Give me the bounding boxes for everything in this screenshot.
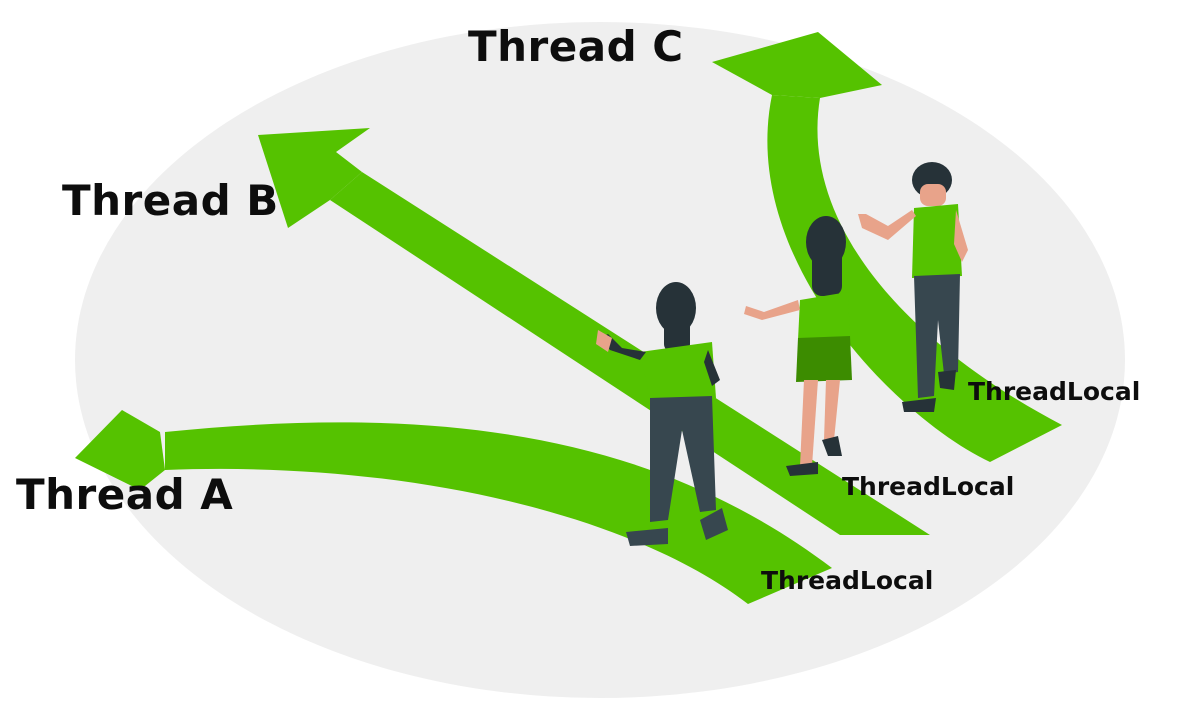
- threadlocal-label-b: ThreadLocal: [842, 472, 1015, 501]
- person-thread-a: [596, 282, 728, 546]
- thread-a-arrow: [75, 410, 832, 604]
- thread-a-label: Thread A: [16, 470, 234, 519]
- thread-c-label: Thread C: [468, 22, 684, 71]
- threadlocal-label-c: ThreadLocal: [968, 377, 1141, 406]
- person-thread-b: [744, 216, 852, 476]
- person-thread-c: [858, 162, 968, 412]
- thread-b-label: Thread B: [62, 176, 279, 225]
- threadlocal-label-a: ThreadLocal: [761, 566, 934, 595]
